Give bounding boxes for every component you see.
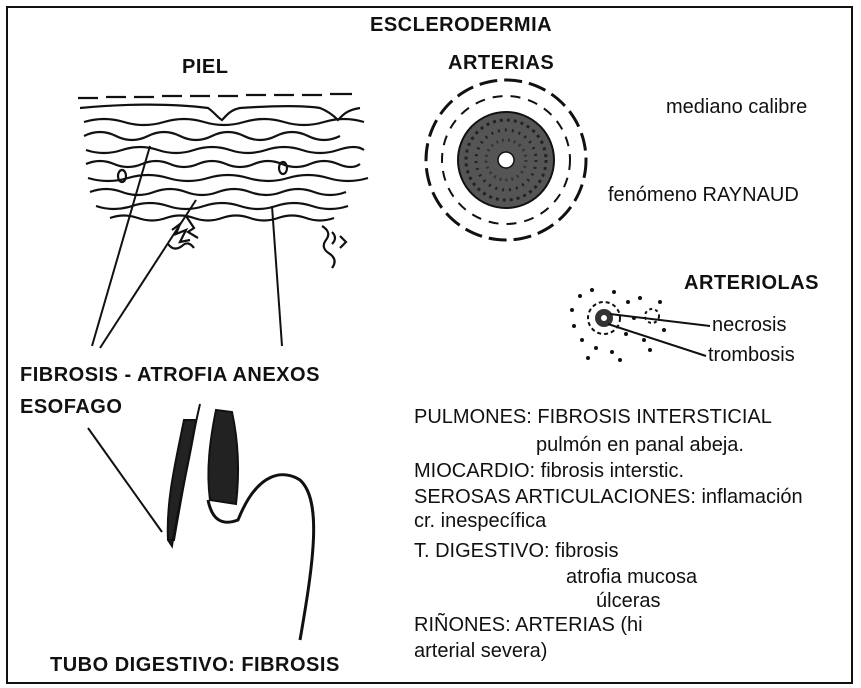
thrombosis-callout: trombosis [708, 344, 795, 367]
skin-label: PIEL [182, 56, 228, 79]
finding-serosas-detail: cr. inespecífica [414, 510, 546, 533]
arterioles-label: ARTERIOLAS [684, 272, 819, 295]
figure-title: ESCLERODERMIA [370, 14, 552, 37]
raynaud-note: fenómeno RAYNAUD [608, 184, 799, 207]
finding-lungs-detail: pulmón en panal abeja. [536, 434, 744, 457]
finding-serosas: SEROSAS ARTICULACIONES: inflamación [414, 486, 803, 509]
esophagus-caption: TUBO DIGESTIVO: FIBROSIS [50, 654, 340, 677]
esophagus-label: ESOFAGO [20, 396, 122, 419]
arteries-size-note: mediano calibre [666, 96, 807, 119]
skin-caption: FIBROSIS - ATROFIA ANEXOS [20, 364, 320, 387]
arteriole-drawing [570, 288, 710, 362]
finding-kidneys: RIÑONES: ARTERIAS (hi [414, 614, 643, 637]
finding-lungs: PULMONES: FIBROSIS INTERSTICIAL [414, 406, 772, 429]
finding-kidneys-detail: arterial severa) [414, 640, 547, 663]
arteries-label: ARTERIAS [448, 52, 554, 75]
finding-digestive-ulcers: úlceras [596, 590, 660, 613]
skin-drawing [78, 94, 368, 348]
finding-digestive: T. DIGESTIVO: fibrosis [414, 540, 618, 563]
esophagus-drawing [88, 404, 314, 640]
finding-myocardium: MIOCARDIO: fibrosis interstic. [414, 460, 684, 483]
artery-drawing [426, 80, 586, 240]
finding-digestive-atrophy: atrofia mucosa [566, 566, 734, 589]
necrosis-callout: necrosis [712, 314, 786, 337]
